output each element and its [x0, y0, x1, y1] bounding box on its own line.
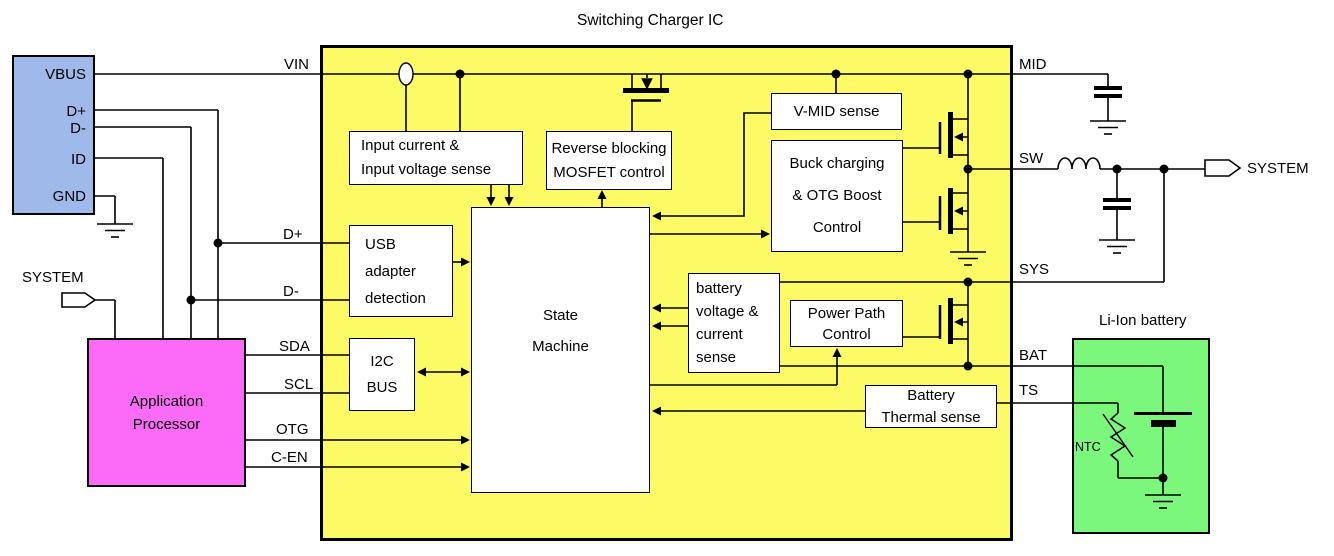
pin-label-dplus: D+	[283, 226, 303, 243]
block-buck-control: Buck charging & OTG Boost Control	[771, 140, 903, 252]
pin-label-otg: OTG	[276, 421, 309, 438]
system-output-pointer-icon	[1204, 159, 1242, 177]
usb-pin-vbus: VBUS	[45, 66, 86, 83]
battery-cell-icon	[1134, 412, 1192, 427]
block-battery-sense-line4: sense	[696, 349, 737, 366]
block-power-path-line2: Control	[822, 325, 871, 343]
block-usb-adapter: USB adapter detection	[349, 225, 453, 317]
block-thermal-sense-line1: Battery	[907, 386, 955, 404]
system-input-label: SYSTEM	[22, 269, 84, 286]
mosfet-source-ground-icon	[949, 251, 987, 266]
usb-pin-dplus: D+	[66, 103, 86, 120]
block-thermal-sense-line2: Thermal sense	[881, 408, 981, 426]
block-power-path: Power Path Control	[790, 300, 903, 347]
block-buck-control-line1: Buck charging	[789, 155, 885, 172]
mid-capacitor-icon	[1094, 86, 1122, 98]
mid-cap-ground-icon	[1089, 120, 1127, 135]
block-state-machine-line2: Machine	[532, 338, 589, 355]
application-processor-label-1: Application	[129, 392, 204, 410]
application-processor-label-2: Processor	[132, 415, 201, 433]
reverse-blocking-mosfet-icon	[623, 74, 669, 131]
block-vmid-sense: V-MID sense	[771, 93, 902, 130]
pin-label-cen: C-EN	[271, 449, 308, 466]
application-processor-box: Application Processor	[87, 338, 246, 487]
system-output-label: SYSTEM	[1247, 160, 1309, 177]
block-i2c-bus-line1: I2C	[370, 352, 394, 370]
system-capacitor-icon	[1103, 198, 1131, 210]
block-battery-sense-line3: current	[696, 326, 743, 343]
block-buck-control-line3: Control	[812, 219, 862, 236]
pin-label-dminus: D-	[283, 283, 299, 300]
junction-dots	[186, 69, 1169, 483]
buck-highside-mosfet-icon	[938, 112, 963, 158]
pin-label-ts: TS	[1019, 382, 1039, 399]
block-reverse-blocking-line1: Reverse blocking	[551, 139, 667, 157]
block-battery-sense: battery voltage & current sense	[688, 273, 780, 373]
system-input-pointer-icon	[61, 292, 97, 308]
block-battery-sense-line1: battery	[696, 280, 742, 297]
block-input-sense: Input current & Input voltage sense	[349, 131, 523, 185]
block-input-sense-line2: Input voltage sense	[361, 161, 492, 178]
usb-pin-id: ID	[71, 151, 86, 168]
liion-battery-title: Li-Ion battery	[1099, 312, 1187, 329]
usb-connector-box: VBUS D+ D- ID GND	[12, 55, 95, 215]
usb-pin-dminus: D-	[70, 120, 86, 137]
pin-label-sw: SW	[1019, 150, 1044, 167]
block-usb-adapter-line3: detection	[365, 289, 426, 307]
block-buck-control-line2: & OTG Boost	[792, 187, 882, 204]
block-state-machine: State Machine	[471, 207, 650, 493]
liion-battery-box	[1072, 338, 1210, 534]
block-reverse-blocking-line2: MOSFET control	[553, 163, 665, 181]
block-usb-adapter-line1: USB	[365, 235, 396, 253]
ntc-thermistor-icon	[1102, 412, 1134, 462]
block-state-machine-line1: State	[542, 307, 579, 324]
usb-pin-gnd: GND	[52, 188, 86, 205]
block-usb-adapter-line2: adapter	[365, 262, 416, 280]
block-i2c-bus: I2C BUS	[349, 338, 415, 411]
block-battery-sense-line2: voltage &	[696, 303, 759, 320]
block-i2c-bus-line2: BUS	[366, 378, 398, 396]
battery-ground-icon	[1144, 494, 1182, 509]
pin-label-vin: VIN	[284, 56, 310, 73]
usb-ground-icon	[96, 223, 134, 238]
ntc-label: NTC	[1075, 440, 1101, 454]
block-thermal-sense: Battery Thermal sense	[865, 385, 997, 428]
input-current-sense-icon	[398, 62, 414, 86]
pin-label-sda: SDA	[279, 338, 310, 355]
pin-label-mid: MID	[1019, 56, 1047, 73]
block-reverse-blocking: Reverse blocking MOSFET control	[546, 131, 672, 190]
buck-lowside-mosfet-icon	[938, 188, 963, 234]
pin-label-scl: SCL	[284, 376, 314, 393]
block-power-path-line1: Power Path	[807, 304, 886, 322]
pin-label-sys: SYS	[1019, 261, 1050, 278]
system-cap-ground-icon	[1098, 239, 1136, 254]
diagram-title: Switching Charger IC	[577, 12, 724, 29]
block-input-sense-line1: Input current &	[361, 137, 460, 154]
block-vmid-sense-line1: V-MID sense	[793, 103, 880, 120]
pin-label-bat: BAT	[1019, 347, 1048, 364]
power-path-mosfet-icon	[938, 298, 963, 344]
